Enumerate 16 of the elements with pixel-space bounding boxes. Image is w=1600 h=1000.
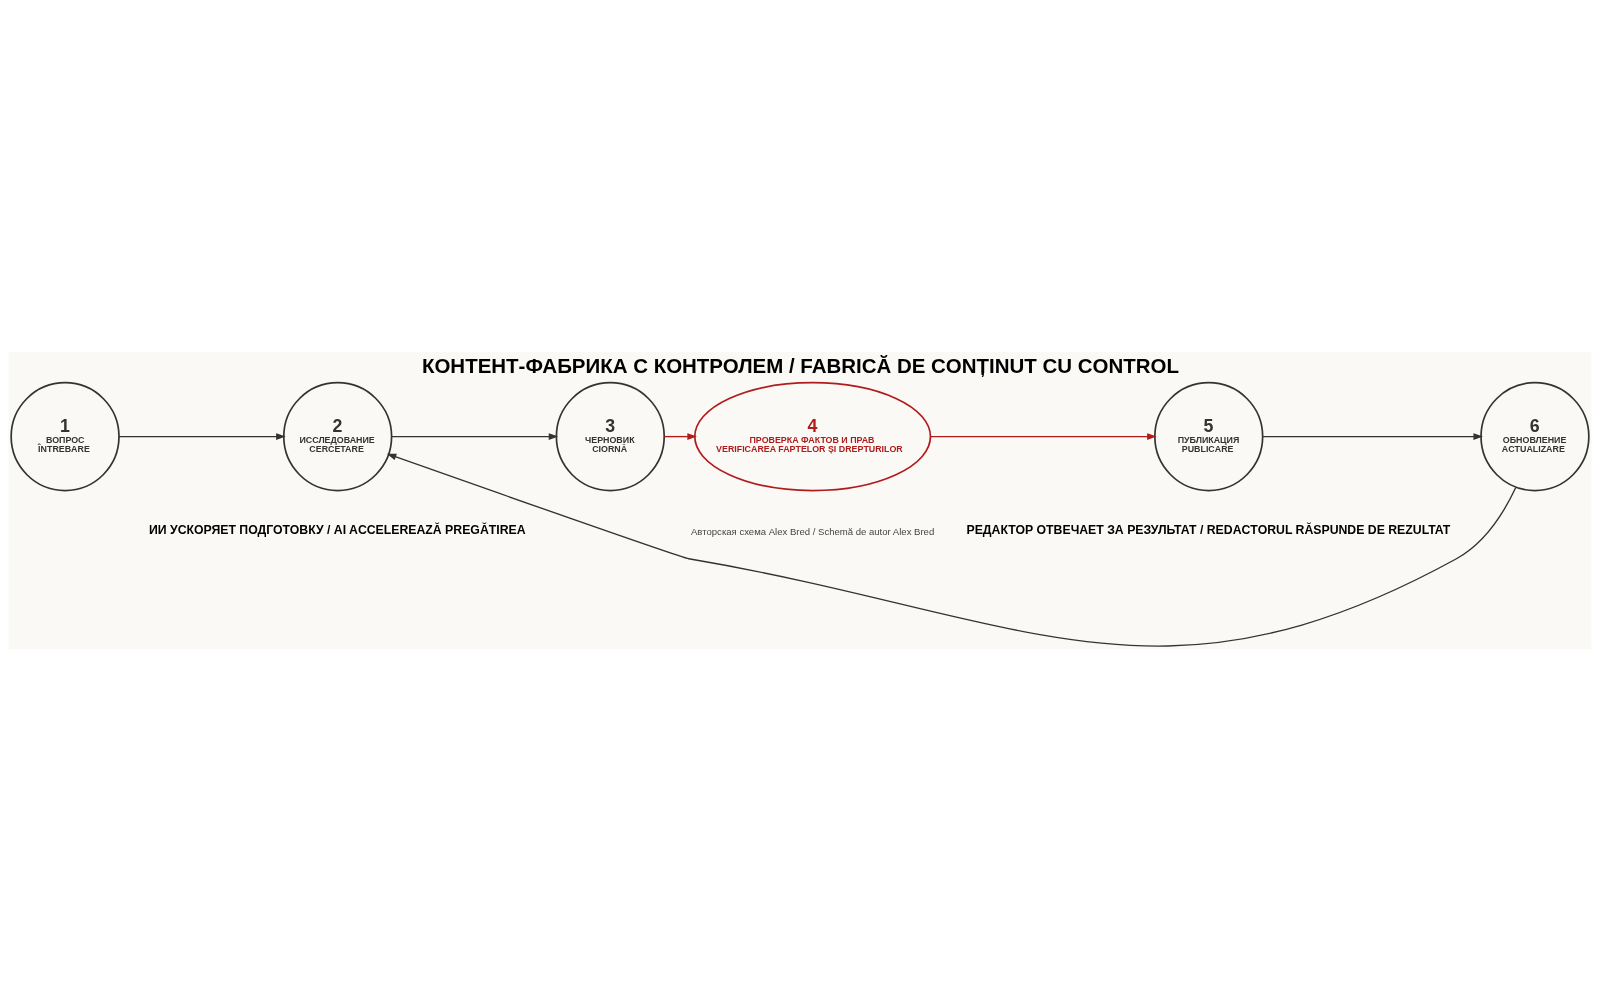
arrow (1262, 432, 1483, 440)
arrow (118, 432, 286, 440)
node-circle: 2 ИССЛЕДОВАНИЕ CERCETARE (282, 381, 393, 491)
node-circle: 6 ОБНОВЛЕНИЕ ACTUALIZARE (1480, 381, 1590, 491)
node-ellipse: 4 ПРОВЕРКА ФАКТОВ И ПРАВ VERIFICAREA FAPTELOR ȘI DREPTURILOR (693, 381, 932, 491)
node-circle: 1 ВОПРОС ÎNTREBARE (10, 381, 120, 491)
node-circle: 3 ЧЕРНОВИК CIORNĂ (555, 381, 666, 491)
arrow (390, 432, 559, 440)
arrow (663, 432, 697, 440)
node-circle: 5 ПУБЛИКАЦИЯ PUBLICARE (1154, 381, 1264, 491)
arrow (929, 432, 1157, 440)
diagram-title: КОНТЕНТ-ФАБРИКА С КОНТРОЛЕМ / FABRICĂ DE CONȚINUT CU CONTROL (421, 353, 1179, 377)
label: РЕДАКТОР ОТВЕЧАЕТ ЗА РЕЗУЛЬТАТ / REDACTORUL RĂSPUNDE DE REZULTAT (966, 522, 1451, 537)
label: ИИ УСКОРЯЕТ ПОДГОТОВКУ / AI ACCELEREAZĂ PREGĂTIREA (149, 522, 526, 537)
caption: Авторская схема Alex Bred / Schemă de autor Alex Bred (691, 525, 935, 537)
arrow (386, 453, 1517, 647)
